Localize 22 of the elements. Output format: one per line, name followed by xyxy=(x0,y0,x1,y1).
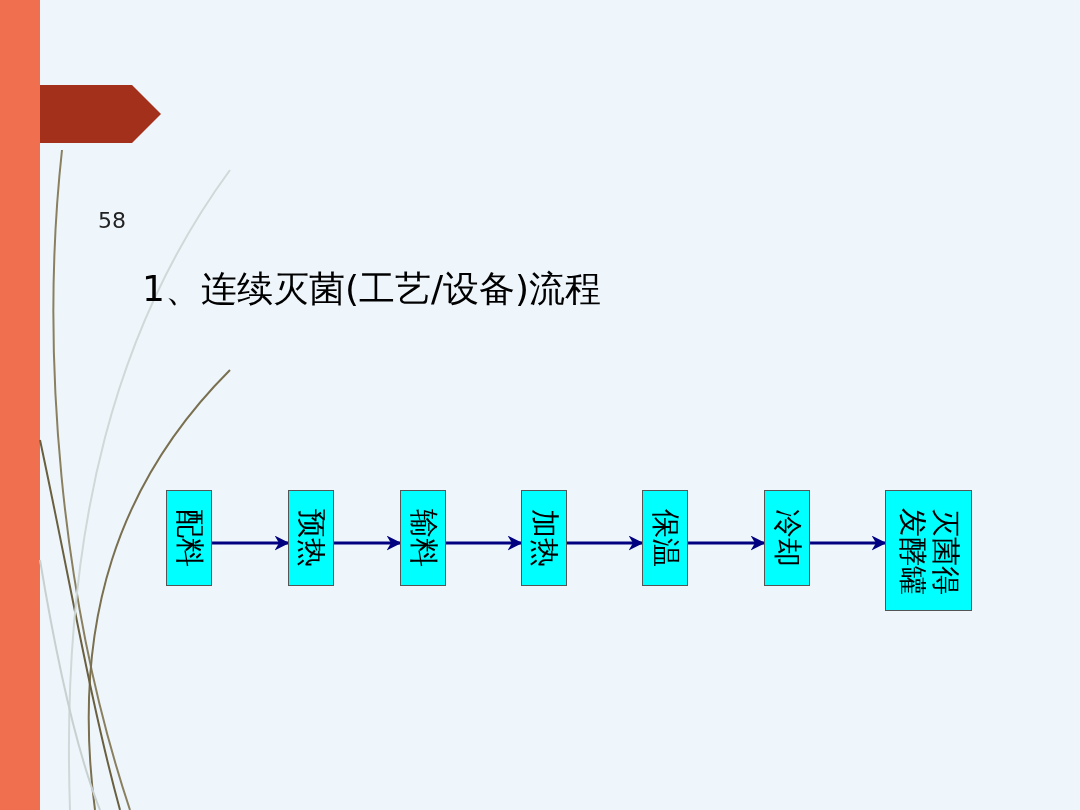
arrow xyxy=(446,535,523,551)
step-label: 保温 xyxy=(648,509,682,567)
arrow xyxy=(212,535,290,551)
step-label: 冷却 xyxy=(770,509,804,567)
arrow xyxy=(810,535,887,551)
step-label: 输料 xyxy=(406,509,440,567)
process-box xyxy=(521,490,567,586)
step-label: 配料 xyxy=(172,509,206,567)
arrow xyxy=(334,535,402,551)
slide-title: 1、连续灭菌(工艺/设备)流程 xyxy=(142,267,602,311)
arrow xyxy=(567,535,644,551)
step-label: 加热 xyxy=(527,509,561,567)
step-label: 灭菌得发酵罐 xyxy=(895,507,962,594)
process-box xyxy=(642,490,688,586)
process-box xyxy=(400,490,446,586)
page-number: 58 xyxy=(98,208,126,233)
process-box xyxy=(885,490,972,611)
process-box xyxy=(764,490,810,586)
process-box xyxy=(166,490,212,586)
process-box xyxy=(288,490,334,586)
arrow xyxy=(688,535,766,551)
step-label: 预热 xyxy=(294,509,328,567)
